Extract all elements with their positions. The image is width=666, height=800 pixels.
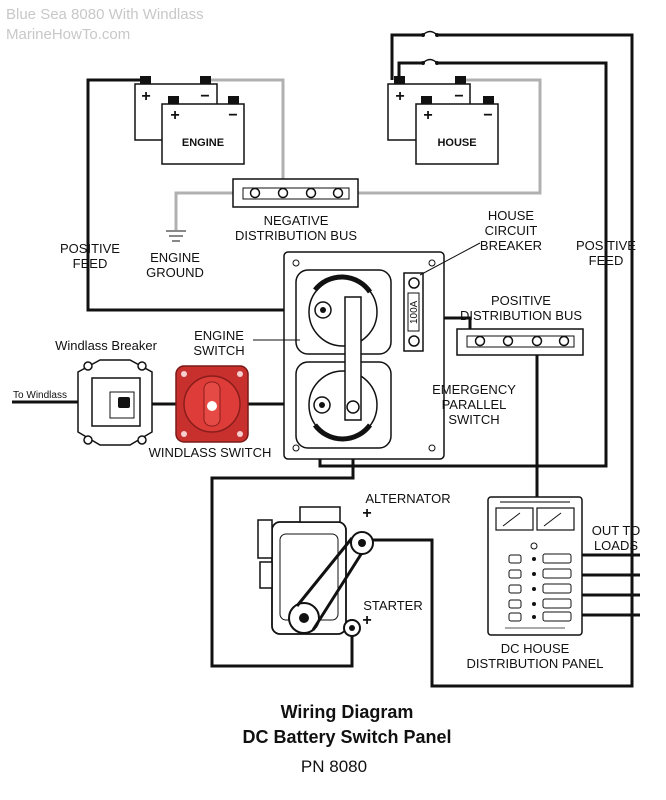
house-cb-label: BREAKER	[480, 238, 542, 253]
to-windlass-label: To Windlass	[13, 390, 67, 401]
breaker-rating: 100A	[409, 300, 420, 324]
engine-battery-label: ENGINE	[182, 137, 224, 149]
watermark-site: MarineHowTo.com	[6, 26, 130, 43]
windlass-breaker-label: Windlass Breaker	[55, 338, 158, 353]
title-line-1: Wiring Diagram	[281, 702, 414, 722]
house-circuit-breaker: 100A	[403, 272, 424, 352]
dc-house-panel	[487, 496, 583, 636]
battery-plus: +	[170, 107, 179, 124]
battery-plus: +	[141, 88, 150, 105]
windlass-breaker	[77, 359, 153, 446]
battery-plus: +	[423, 107, 432, 124]
title-part-number: PN 8080	[301, 757, 367, 776]
engine-switch-label: ENGINE	[194, 328, 244, 343]
engine-switch-label: SWITCH	[193, 343, 244, 358]
pos-feed-left-label: POSITIVE	[60, 241, 120, 256]
emergency-parallel-label: SWITCH	[448, 412, 499, 427]
pos-bus-label: DISTRIBUTION BUS	[460, 308, 582, 323]
battery-plus: +	[395, 88, 404, 105]
battery-minus: −	[454, 88, 463, 105]
positive-bus	[456, 328, 584, 356]
battery-minus: −	[228, 107, 237, 124]
pos-feed-left-label: FEED	[73, 256, 108, 271]
emergency-parallel-label: EMERGENCY	[432, 382, 516, 397]
engine	[257, 506, 374, 637]
engine-ground-label: GROUND	[146, 265, 204, 280]
house-cb-label: CIRCUIT	[485, 223, 538, 238]
watermark-title: Blue Sea 8080 With Windlass	[6, 6, 204, 23]
battery-minus: −	[483, 107, 492, 124]
negative-wires	[174, 78, 542, 230]
out-to-loads-label: LOADS	[594, 538, 638, 553]
pos-feed-right-label: POSITIVE	[576, 238, 636, 253]
title-line-2: DC Battery Switch Panel	[242, 727, 451, 747]
pos-feed-right-label: FEED	[589, 253, 624, 268]
alternator-plus: +	[362, 505, 371, 522]
battery-minus: −	[200, 88, 209, 105]
starter-label: STARTER	[363, 598, 422, 613]
neg-bus-label: DISTRIBUTION BUS	[235, 228, 357, 243]
emergency-parallel-label: PARALLEL	[442, 397, 507, 412]
windlass-switch-label: WINDLASS SWITCH	[149, 445, 272, 460]
out-to-loads-label: OUT TO	[592, 523, 640, 538]
neg-bus-label: NEGATIVE	[264, 213, 329, 228]
ground-symbol	[166, 230, 186, 242]
pos-bus-label: POSITIVE	[491, 293, 551, 308]
dc-panel-label: DC HOUSE	[501, 641, 570, 656]
alternator-label: ALTERNATOR	[365, 491, 450, 506]
windlass-switch	[175, 365, 249, 443]
house-battery-label: HOUSE	[437, 137, 476, 149]
starter-plus: +	[362, 612, 371, 629]
fuse-icon	[421, 30, 439, 65]
dc-panel-label: DISTRIBUTION PANEL	[466, 656, 603, 671]
house-cb-label: HOUSE	[488, 208, 535, 223]
engine-battery: + − + − ENGINE	[134, 76, 245, 165]
negative-bus	[232, 178, 359, 208]
engine-ground-label: ENGINE	[150, 250, 200, 265]
house-battery: + − + − HOUSE	[387, 76, 499, 165]
